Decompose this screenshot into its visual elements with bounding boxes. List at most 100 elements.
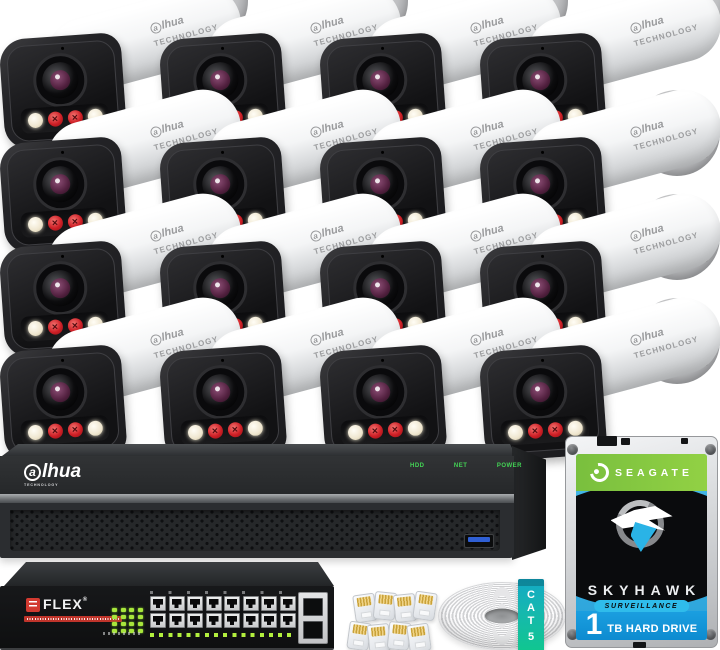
mic-pinhole-icon	[540, 358, 545, 363]
usb-port-icon	[464, 534, 494, 548]
lens-iris	[49, 173, 71, 195]
switch-led-labels	[103, 632, 143, 635]
cable-coil-center	[485, 608, 519, 624]
mic-pinhole-icon	[220, 150, 225, 155]
pcb-component	[633, 642, 646, 648]
lens-iris	[49, 381, 71, 403]
capacity-unit: TB HARD DRIVE	[607, 623, 698, 635]
switch-top-panel	[4, 562, 334, 586]
pcb-component	[597, 436, 617, 446]
lens-glint	[55, 178, 61, 184]
lens-glint	[215, 74, 221, 80]
screw-icon	[705, 444, 716, 455]
gold-pins	[378, 594, 394, 605]
lens-iris	[529, 277, 551, 299]
capacity-band: 1 TB HARD DRIVE	[576, 610, 707, 640]
mic-pinhole-icon	[60, 254, 65, 259]
ethernet-port-icon	[279, 596, 296, 611]
connector-clip	[360, 611, 373, 619]
ethernet-port-icon	[224, 613, 240, 628]
ethernet-port-icon	[205, 613, 222, 628]
switch-port-leds	[150, 633, 296, 637]
nvr-status-leds: HDD NET POWER	[410, 463, 522, 469]
lens-glint	[535, 74, 541, 80]
dahua-logo-rest: lhua	[640, 222, 666, 240]
lens-iris	[529, 69, 551, 91]
ethernet-port-icon	[242, 613, 259, 628]
mic-pinhole-icon	[540, 46, 545, 51]
connector-clip	[418, 609, 431, 617]
lens-glint	[375, 74, 381, 80]
screw-icon	[567, 629, 578, 640]
camera-lens-icon	[191, 363, 250, 421]
lens-glint	[535, 282, 541, 288]
connector-clip	[400, 611, 413, 619]
gold-pins	[410, 626, 426, 637]
white-led-icon	[246, 420, 263, 437]
nvr-led-hdd: HDD	[410, 463, 425, 469]
nvr-led-net: NET	[454, 463, 468, 469]
cat5-letter: 5	[527, 630, 535, 643]
ir-led-icon: ✕	[386, 421, 403, 438]
poe-switch: FLEX®	[0, 562, 338, 650]
switch-ethernet-ports	[150, 596, 296, 628]
mic-pinhole-icon	[380, 254, 385, 259]
nvr-led-power-label: POWER	[496, 463, 522, 469]
lens-glint	[55, 74, 61, 80]
nvr-led-hdd-label: HDD	[410, 463, 425, 469]
gold-pins	[352, 624, 368, 635]
seagate-brand: SEAGATE	[615, 466, 693, 479]
mic-pinhole-icon	[380, 150, 385, 155]
ir-led-icon: ✕	[46, 423, 63, 440]
gold-pins	[356, 596, 372, 607]
camera-lens-icon	[31, 363, 90, 421]
switch-description-banner	[24, 616, 122, 622]
mic-pinhole-icon	[60, 46, 65, 51]
camera-lens-icon	[351, 363, 410, 421]
screw-icon	[705, 629, 716, 640]
ir-led-icon: ✕	[526, 423, 543, 440]
led-bar: ✕ ✕	[20, 414, 110, 446]
lens-glint	[535, 178, 541, 184]
dahua-logo-rest: lhua	[640, 326, 666, 344]
dahua-circle-a: a	[24, 463, 41, 481]
lens-iris	[369, 381, 391, 403]
nvr-side-panel	[512, 446, 546, 560]
lens-glint	[375, 282, 381, 288]
surveillance-badge: SURVEILLANCE	[593, 600, 690, 612]
switch-port-numbers	[150, 591, 296, 594]
lens-glint	[55, 386, 61, 392]
camera-lens-icon	[31, 259, 90, 317]
camera-face: ✕ ✕	[5, 351, 121, 455]
uplink-port-icon	[303, 620, 323, 639]
dahua-logo-sub: TECHNOLOGY	[24, 483, 59, 488]
ethernet-port-icon	[224, 596, 240, 611]
lens-glint	[215, 386, 221, 392]
led-bar: ✕ ✕	[180, 414, 270, 446]
mic-pinhole-icon	[220, 358, 225, 363]
lens-iris	[209, 277, 231, 299]
ethernet-port-icon	[261, 613, 277, 628]
white-led-icon	[186, 424, 203, 441]
gold-pins	[396, 596, 412, 607]
skyhawk-emblem-icon	[607, 493, 677, 555]
nvr-led-net-label: NET	[453, 463, 468, 469]
lens-glint	[535, 386, 541, 392]
mic-pinhole-icon	[60, 150, 65, 155]
lens-glint	[375, 386, 381, 392]
lens-iris	[209, 381, 231, 403]
nvr-led-power: POWER	[497, 463, 522, 469]
switch-led-grid	[112, 608, 143, 633]
lens-iris	[49, 69, 71, 91]
ethernet-port-icon	[279, 613, 296, 628]
lens-glint	[215, 178, 221, 184]
ethernet-port-icon	[261, 596, 277, 611]
camera-lens-icon	[31, 51, 90, 109]
